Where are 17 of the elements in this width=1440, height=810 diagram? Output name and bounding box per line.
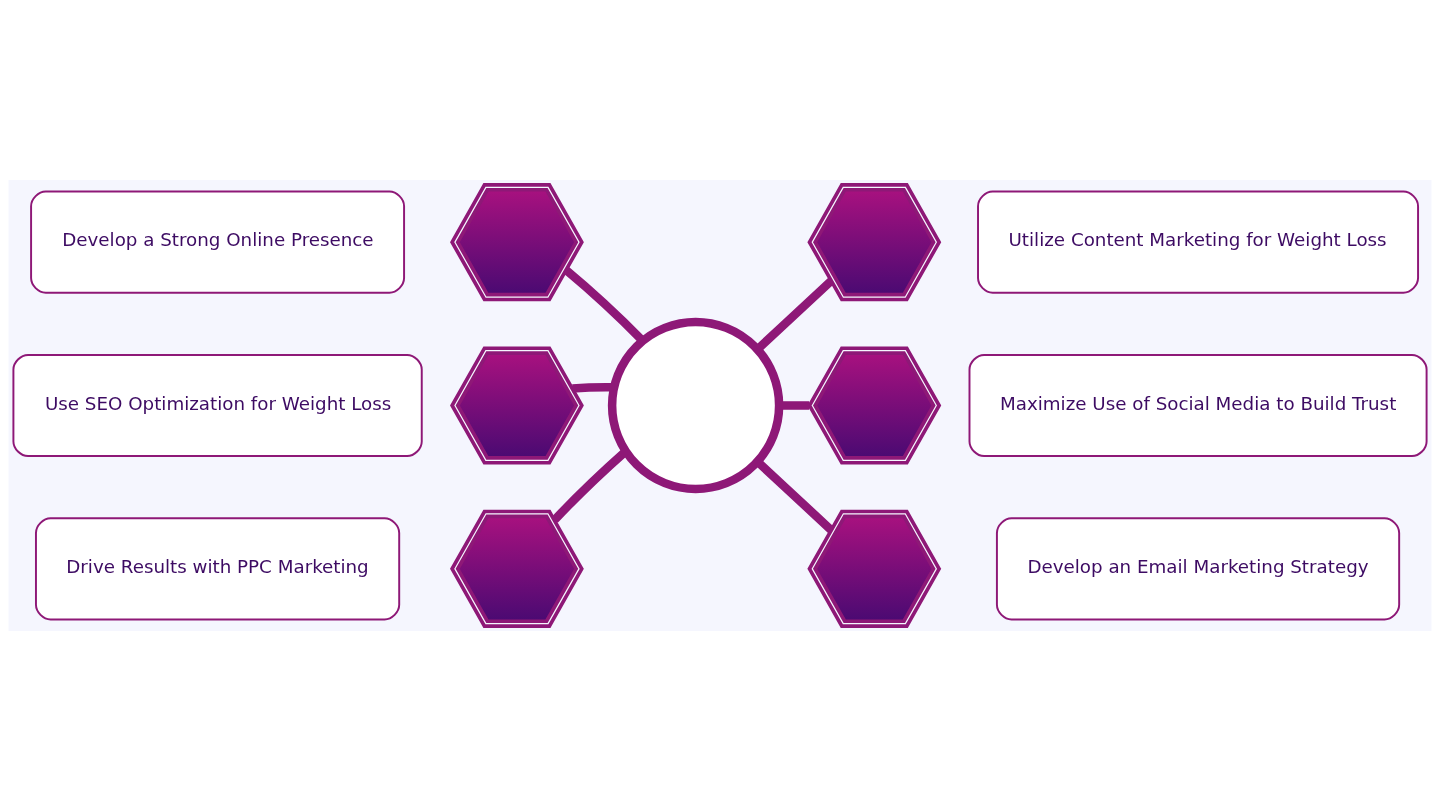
node-box: Use SEO Optimization for Weight Loss — [12, 353, 423, 457]
connector — [754, 458, 835, 533]
node-box: Utilize Content Marketing for Weight Loss — [977, 190, 1420, 294]
node-box: Develop a Strong Online Presence — [30, 190, 406, 294]
connector — [563, 266, 646, 344]
node-hexagon — [450, 345, 584, 465]
node-box: Maximize Use of Social Media to Build Trust — [968, 353, 1428, 457]
node-circle — [607, 317, 784, 493]
connector — [551, 447, 629, 523]
node-box: Develop an Email Marketing Strategy — [995, 516, 1401, 620]
node-hexagon — [807, 345, 942, 465]
node-hexagon — [807, 509, 942, 628]
connector — [754, 277, 835, 352]
node-hexagon — [450, 509, 584, 628]
node-hexagon — [450, 182, 584, 301]
node-box: Drive Results with PPC Marketing — [35, 516, 401, 620]
node-hexagon — [807, 182, 942, 301]
